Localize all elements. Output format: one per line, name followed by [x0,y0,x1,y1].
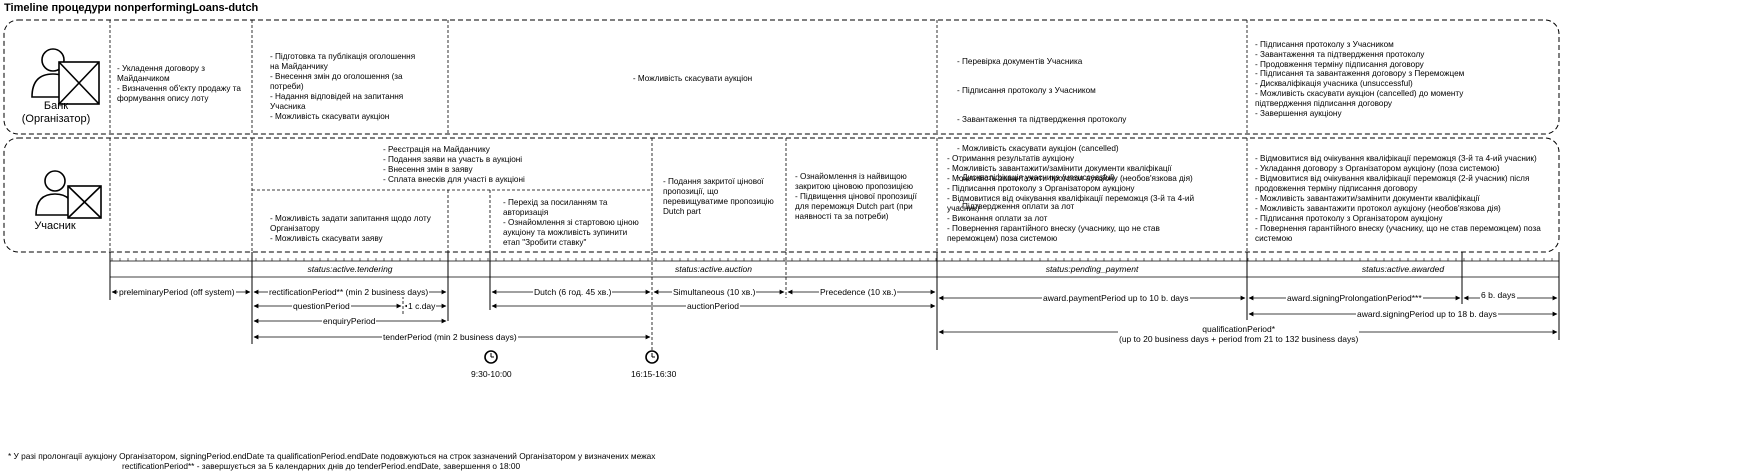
bank-actor-icon [31,48,100,105]
bank-lane [3,19,1560,135]
participant-actor-icon [35,170,102,219]
participant-lane [3,137,1560,253]
clock-icon [645,350,659,364]
status-band [109,252,1560,350]
clock-icon [484,350,498,364]
